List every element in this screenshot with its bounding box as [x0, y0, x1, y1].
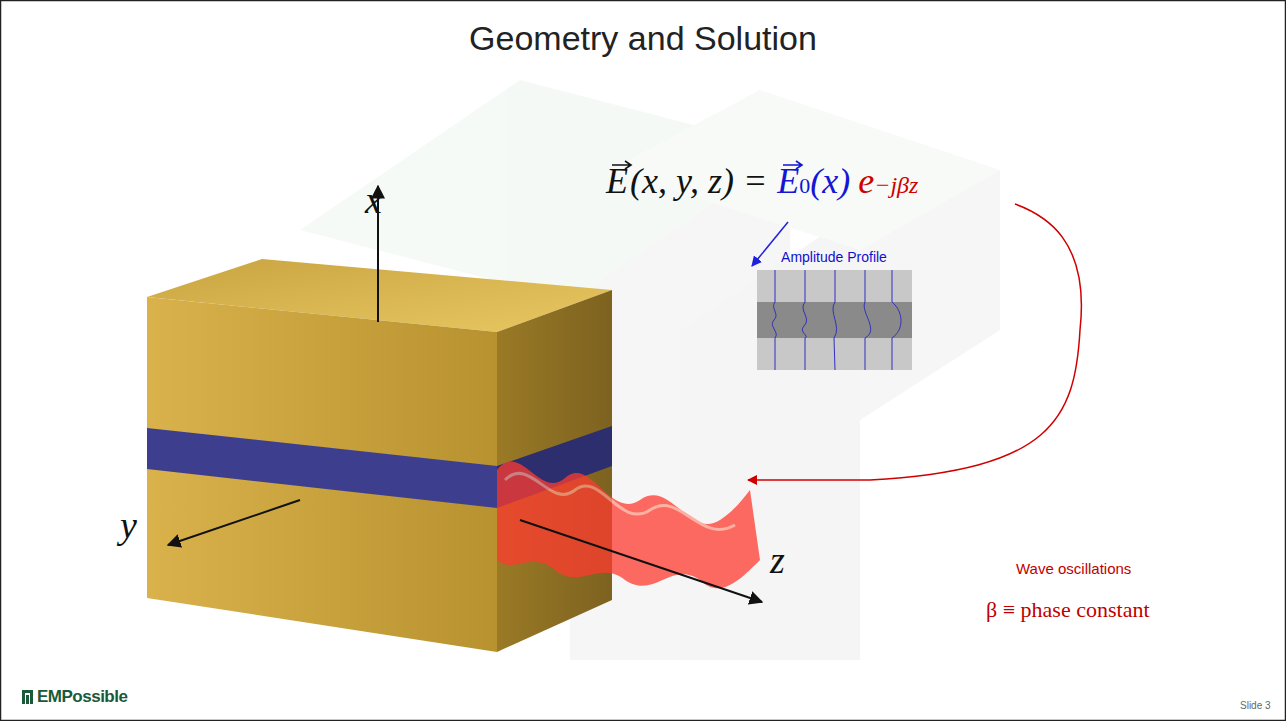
equation-term: −jβz [874, 171, 918, 200]
definition-text: β ≡ phase constant [986, 598, 1150, 622]
callout-text: Wave oscillations [1016, 561, 1131, 578]
inset-caption: Amplitude Profile [781, 250, 887, 265]
equation-term: 0 [799, 173, 810, 199]
equation: E(x, y, z) =E0(x)e−jβz [606, 160, 918, 203]
axis-label: x [365, 180, 382, 222]
vector-term: E [606, 160, 628, 203]
slide-number: Slide 3 [1240, 700, 1271, 711]
equation-term: e [850, 160, 874, 203]
equation-term: E [777, 161, 799, 201]
slide-title: Geometry and Solution [469, 20, 817, 57]
equation-term: (x, y, z) = [628, 160, 767, 203]
logo-text: EMPossible [37, 688, 127, 707]
axis-label: z [770, 540, 785, 582]
equation-term: (x) [810, 160, 850, 203]
vector-term: E [767, 160, 799, 203]
equation-term: E [606, 161, 628, 201]
axis-label: y [120, 505, 137, 547]
